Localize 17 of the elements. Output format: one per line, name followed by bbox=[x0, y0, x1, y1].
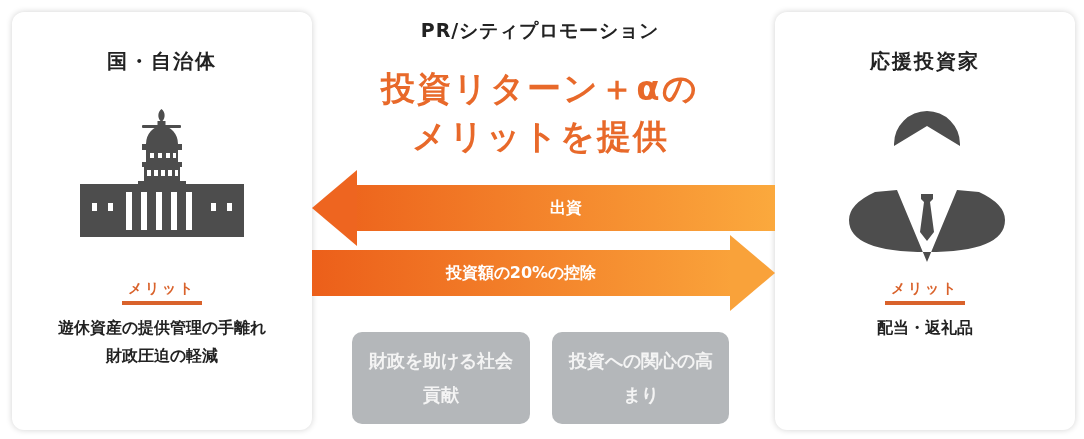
arrow-label: 投資額の20%の控除 bbox=[445, 262, 597, 284]
headline: 投資リターン＋αのメリットを提供 bbox=[379, 67, 700, 158]
effect-box: 投資への関心の高まり bbox=[552, 332, 729, 424]
merit-label: メリット bbox=[122, 280, 202, 305]
card-heading: 国・自治体 bbox=[106, 48, 218, 75]
info-card bbox=[12, 12, 312, 430]
arrow bbox=[312, 235, 775, 311]
merit-label: メリット bbox=[885, 280, 965, 305]
title: PR/シティプロモーション bbox=[419, 18, 661, 43]
card-heading: 応援投資家 bbox=[869, 48, 981, 75]
arrow-label: 出資 bbox=[550, 197, 582, 219]
effect-box: 財政を助ける社会貢献 bbox=[352, 332, 530, 424]
benefit-text: 遊休資産の提供管理の手離れ bbox=[57, 318, 267, 339]
arrow bbox=[312, 170, 775, 246]
info-card bbox=[775, 12, 1075, 430]
benefit-text: 財政圧迫の軽減 bbox=[105, 346, 219, 367]
benefit-text: 配当・返礼品 bbox=[876, 318, 974, 339]
